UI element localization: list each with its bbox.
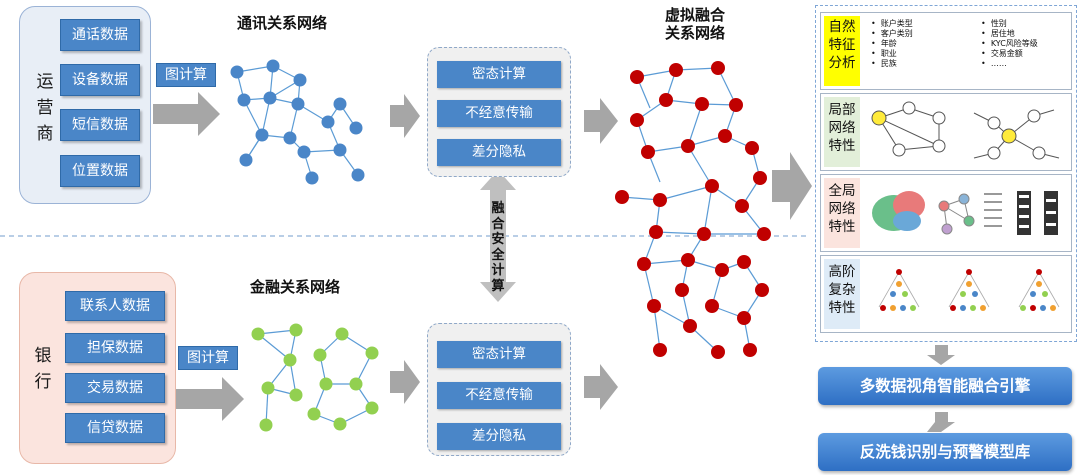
finance-network-title: 金融关系网络 [250,278,341,296]
arrow-finance-to-privacy [390,360,420,404]
feature-item: • 民族 [871,59,897,68]
fusion-nodes [615,61,771,359]
privacy-panel-top: 密态计算 不经意传输 差分隐私 [427,47,571,177]
features-container [815,5,1077,342]
higher-order-features-label: 高阶复杂特性 [824,259,860,329]
telecom-network-title: 通讯关系网络 [237,14,328,32]
arrow-privacy-to-fusion-bottom [584,364,618,410]
bank-panel: 银行 联系人数据 担保数据 交易数据 信贷数据 [19,272,176,464]
graph-compute-label-bottom: 图计算 [178,346,238,370]
aml-model-library-box: 反洗钱识别与预警模型库 [818,433,1072,471]
location-data-box: 位置数据 [60,155,140,187]
feature-item: • 居住地 [981,29,1015,38]
oblivious-transfer-top: 不经意传输 [437,100,561,127]
natural-features-label: 自然特征分析 [824,16,860,86]
telecom-nodes [230,59,365,185]
fusion-title-line2: 关系网络 [664,24,725,42]
credit-data-box: 信贷数据 [65,413,165,443]
natural-features-col2: • 性别 • 居住地 • KYC风险等级 • 交易金额 • …… [981,19,1038,69]
feature-item: • 交易金额 [981,49,1023,58]
arrow-fusion-to-features [772,152,812,220]
homomorphic-compute-top: 密态计算 [437,61,561,88]
feature-item: • 性别 [981,19,1007,28]
finance-nodes [251,323,379,432]
guarantee-data-box: 担保数据 [65,333,165,363]
feature-item: • 年龄 [871,39,897,48]
local-features-label: 局部网络特性 [824,97,860,167]
differential-privacy-bottom: 差分隐私 [437,423,561,450]
natural-features-box: 自然特征分析 • 账户类型 • 客户类别 • 年龄 • 职业 • 民族 • 性别… [820,12,1072,90]
arrow-features-to-engine [927,345,955,365]
oblivious-transfer-bottom: 不经意传输 [437,382,561,409]
operator-label: 运营商 [36,72,54,144]
arrow-privacy-to-fusion-top [584,98,618,144]
local-features-box: 局部网络特性 [820,93,1072,171]
natural-features-col1: • 账户类型 • 客户类别 • 年龄 • 职业 • 民族 [871,19,913,69]
device-data-box: 设备数据 [60,64,140,96]
global-features-box: 全局网络特性 [820,174,1072,252]
secure-compute-arrow [480,170,516,302]
fusion-network-title: 虚拟融合 关系网络 [645,6,745,42]
operator-panel: 运营商 通话数据 设备数据 短信数据 位置数据 [19,6,151,204]
global-features-label: 全局网络特性 [824,178,860,248]
feature-item: • …… [981,59,1007,68]
secure-compute-label: 融合安全计算 [491,201,505,294]
call-data-box: 通话数据 [60,19,140,51]
fusion-engine-box: 多数据视角智能融合引擎 [818,367,1072,405]
feature-item: • 职业 [871,49,897,58]
feature-item: • KYC风险等级 [981,39,1038,48]
differential-privacy-top: 差分隐私 [437,139,561,166]
arrow-telecom-to-privacy [390,94,420,138]
arrow-bank-to-finance [176,377,244,421]
global-network-illustration [872,191,1058,235]
higher-order-features-box: 高阶复杂特性 [820,255,1072,333]
fusion-title-line1: 虚拟融合 [664,6,725,24]
homomorphic-compute-bottom: 密态计算 [437,341,561,368]
contact-data-box: 联系人数据 [65,291,165,321]
higher-order-illustration [878,269,1060,311]
transaction-data-box: 交易数据 [65,373,165,403]
feature-item: • 账户类型 [871,19,913,28]
arrow-engine-to-model [927,412,955,432]
sms-data-box: 短信数据 [60,109,140,141]
arrow-operator-to-telecom [153,92,220,136]
privacy-panel-bottom: 密态计算 不经意传输 差分隐私 [427,323,571,456]
local-network-illustration [871,101,1060,160]
feature-item: • 客户类别 [871,29,913,38]
bank-label: 银行 [34,346,52,392]
graph-compute-label-top: 图计算 [156,63,216,87]
